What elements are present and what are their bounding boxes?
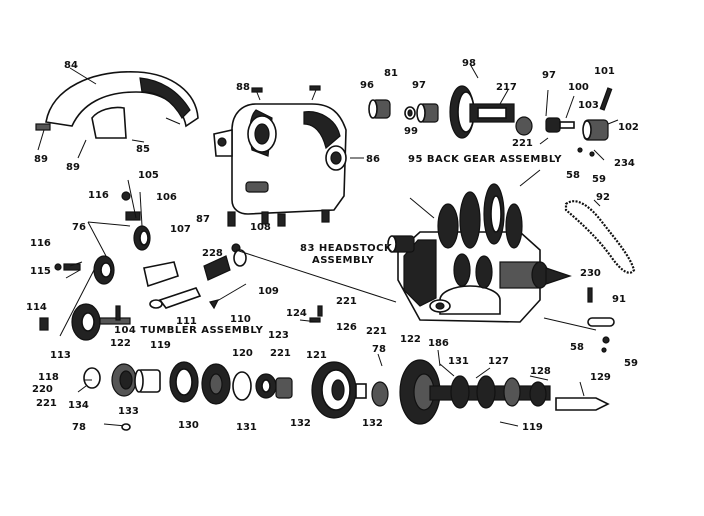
part-number: 100 — [568, 82, 589, 93]
back-gear-assembly-part — [368, 85, 613, 141]
part-number: 221 — [270, 348, 291, 359]
part-number: 96 — [360, 80, 374, 91]
part-number: 119 — [150, 340, 171, 351]
part-number: 122 — [400, 334, 421, 345]
part-number: 59 — [592, 174, 606, 185]
spindle-parts-row — [83, 359, 610, 431]
back-gear-assembly-title: 95 BACK GEAR ASSEMBLY — [408, 154, 562, 165]
part-number: 228 — [202, 248, 223, 259]
part-number: 88 — [236, 82, 250, 93]
part-number: 116 — [30, 238, 51, 249]
part-number: 220 — [32, 384, 53, 395]
part-number: 134 — [68, 400, 89, 411]
part-number: 78 — [372, 344, 386, 355]
part-number: 58 — [566, 170, 580, 181]
part-number: 102 — [618, 122, 639, 133]
part-number: 99 — [404, 126, 418, 137]
part-number: 108 — [250, 222, 271, 233]
belt-guard-part — [35, 71, 199, 139]
part-number: 85 — [136, 144, 150, 155]
part-number: 126 — [336, 322, 357, 333]
part-number: 106 — [156, 192, 177, 203]
headstock-assembly-part — [387, 183, 572, 323]
part-number: 186 — [428, 338, 449, 349]
part-number: 124 — [286, 308, 307, 319]
part-number: 113 — [50, 350, 71, 361]
part-number: 131 — [448, 356, 469, 367]
part-number: 109 — [258, 286, 279, 297]
part-number: 127 — [488, 356, 509, 367]
part-number: 103 — [578, 100, 599, 111]
part-number: 234 — [614, 158, 635, 169]
part-number: 132 — [290, 418, 311, 429]
part-number: 101 — [594, 66, 615, 77]
part-number: 87 — [196, 214, 210, 225]
part-number: 131 — [236, 422, 257, 433]
part-number: 130 — [178, 420, 199, 431]
part-number: 92 — [596, 192, 610, 203]
part-number: 230 — [580, 268, 601, 279]
part-number: 91 — [612, 294, 626, 305]
part-number: 217 — [496, 82, 517, 93]
part-number: 114 — [26, 302, 47, 313]
part-number: 111 — [176, 316, 197, 327]
part-number: 221 — [366, 326, 387, 337]
part-number: 115 — [30, 266, 51, 277]
part-number: 122 — [110, 338, 131, 349]
part-number: 105 — [138, 170, 159, 181]
part-number: 120 — [232, 348, 253, 359]
part-number: 59 — [624, 358, 638, 369]
part-number: 97 — [542, 70, 556, 81]
drive-belt-part — [564, 200, 636, 274]
part-number: 58 — [570, 342, 584, 353]
part-number: 121 — [306, 350, 327, 361]
part-number: 133 — [118, 406, 139, 417]
part-number: 123 — [268, 330, 289, 341]
part-number: 84 — [64, 60, 78, 71]
part-number: 76 — [72, 222, 86, 233]
headstock-assembly-title-line1: 83 HEADSTOCK — [300, 243, 393, 254]
part-number: 98 — [462, 58, 476, 69]
part-number: 89 — [66, 162, 80, 173]
part-number: 81 — [384, 68, 398, 79]
part-number: 110 — [230, 314, 251, 325]
part-number: 107 — [170, 224, 191, 235]
part-number: 86 — [366, 154, 380, 165]
part-number: 119 — [522, 422, 543, 433]
tumbler-assembly-part — [39, 191, 323, 341]
part-number: 97 — [412, 80, 426, 91]
part-number: 78 — [72, 422, 86, 433]
part-number: 129 — [590, 372, 611, 383]
part-number: 116 — [88, 190, 109, 201]
part-number: 221 — [36, 398, 57, 409]
part-number: 118 — [38, 372, 59, 383]
tumbler-assembly-title: 104 TUMBLER ASSEMBLY — [114, 325, 264, 336]
headstock-casting-part — [213, 103, 347, 215]
headstock-assembly-title-line2: ASSEMBLY — [312, 255, 374, 266]
part-number: 128 — [530, 366, 551, 377]
part-number: 132 — [362, 418, 383, 429]
part-number: 221 — [336, 296, 357, 307]
part-number: 221 — [512, 138, 533, 149]
part-number: 89 — [34, 154, 48, 165]
